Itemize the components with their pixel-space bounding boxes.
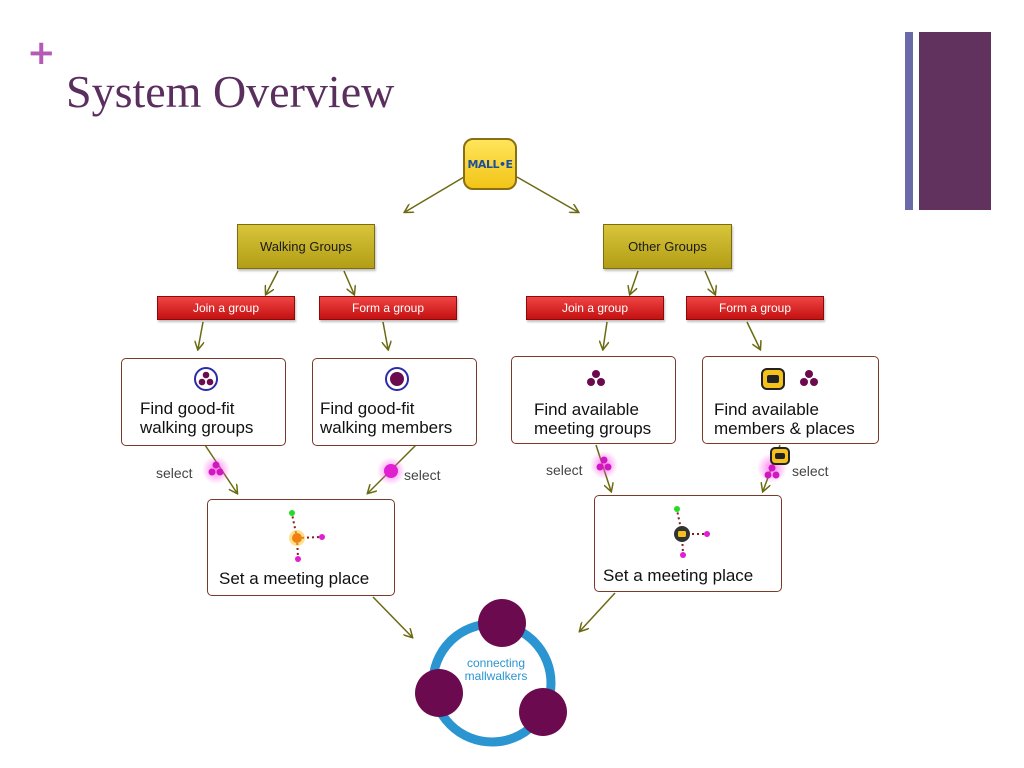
group-circle-icon bbox=[194, 367, 218, 391]
slide-title: System Overview bbox=[66, 66, 395, 117]
arrow-logo-right bbox=[516, 176, 578, 212]
join-group-walking: Join a group bbox=[157, 296, 295, 320]
arrow-join2-find bbox=[603, 321, 607, 349]
arrow-form1-find bbox=[383, 321, 388, 349]
join-group-other: Join a group bbox=[526, 296, 664, 320]
select-label-2: select bbox=[404, 467, 441, 483]
arrow-logo-left bbox=[405, 176, 465, 212]
other-groups-box: Other Groups bbox=[603, 224, 732, 269]
select-label-1: select bbox=[156, 465, 193, 481]
arrow-walk-join bbox=[266, 270, 279, 294]
walking-groups-box: Walking Groups bbox=[237, 224, 375, 269]
connecting-label: connecting mallwalkers bbox=[450, 657, 542, 683]
arrow-meet1-center bbox=[372, 596, 412, 637]
find-walking-members-box: Find good-fit walking members bbox=[312, 358, 477, 446]
find-text-line1: Find good-fit bbox=[140, 399, 235, 418]
group-icon bbox=[587, 370, 605, 386]
meeting-place-icon bbox=[674, 506, 710, 558]
arrow-find1-meet bbox=[204, 444, 237, 493]
member-circle-icon bbox=[385, 367, 409, 391]
arrow-form2-find bbox=[746, 321, 760, 349]
find-members-places-box: Find available members & places bbox=[702, 356, 879, 444]
find-text-line1: Find available bbox=[534, 400, 639, 419]
find-text-line1: Find available bbox=[714, 400, 819, 419]
find-text-line2: walking members bbox=[320, 418, 453, 437]
meeting-place-box-1: Set a meeting place bbox=[207, 499, 395, 596]
find-text-line2: walking groups bbox=[140, 418, 254, 437]
deco-bar-wide bbox=[919, 32, 991, 210]
meeting-place-label: Set a meeting place bbox=[603, 566, 754, 585]
arrow-walk-form bbox=[343, 270, 354, 294]
select-label-3: select bbox=[546, 462, 583, 478]
arrow-other-join bbox=[630, 270, 639, 294]
select-label-4: select bbox=[792, 463, 829, 479]
find-meeting-groups-box: Find available meeting groups bbox=[511, 356, 676, 444]
find-text-line2: members & places bbox=[714, 419, 855, 438]
arrow-find4-meet bbox=[763, 444, 781, 491]
arrow-other-form bbox=[704, 270, 715, 294]
find-text-line2: meeting groups bbox=[534, 419, 652, 438]
meeting-place-box-2: Set a meeting place bbox=[594, 495, 782, 592]
connecting-line1: connecting bbox=[466, 656, 526, 670]
arrow-join1-find bbox=[198, 321, 203, 349]
form-group-other: Form a group bbox=[686, 296, 824, 320]
deco-bar-thin bbox=[905, 32, 913, 210]
arrow-meet2-center bbox=[580, 592, 616, 631]
plus-icon: + bbox=[27, 33, 56, 73]
form-group-walking: Form a group bbox=[319, 296, 457, 320]
meeting-place-label: Set a meeting place bbox=[219, 569, 370, 588]
arrow-find3-meet bbox=[595, 444, 611, 491]
find-walking-groups-box: Find good-fit walking groups bbox=[121, 358, 286, 446]
connecting-line2: mallwalkers bbox=[464, 669, 528, 683]
malle-logo: MALL•E bbox=[463, 138, 517, 190]
find-text-line1: Find good-fit bbox=[320, 399, 415, 418]
place-and-group-icons bbox=[761, 368, 818, 390]
meeting-point-icon bbox=[289, 510, 325, 562]
